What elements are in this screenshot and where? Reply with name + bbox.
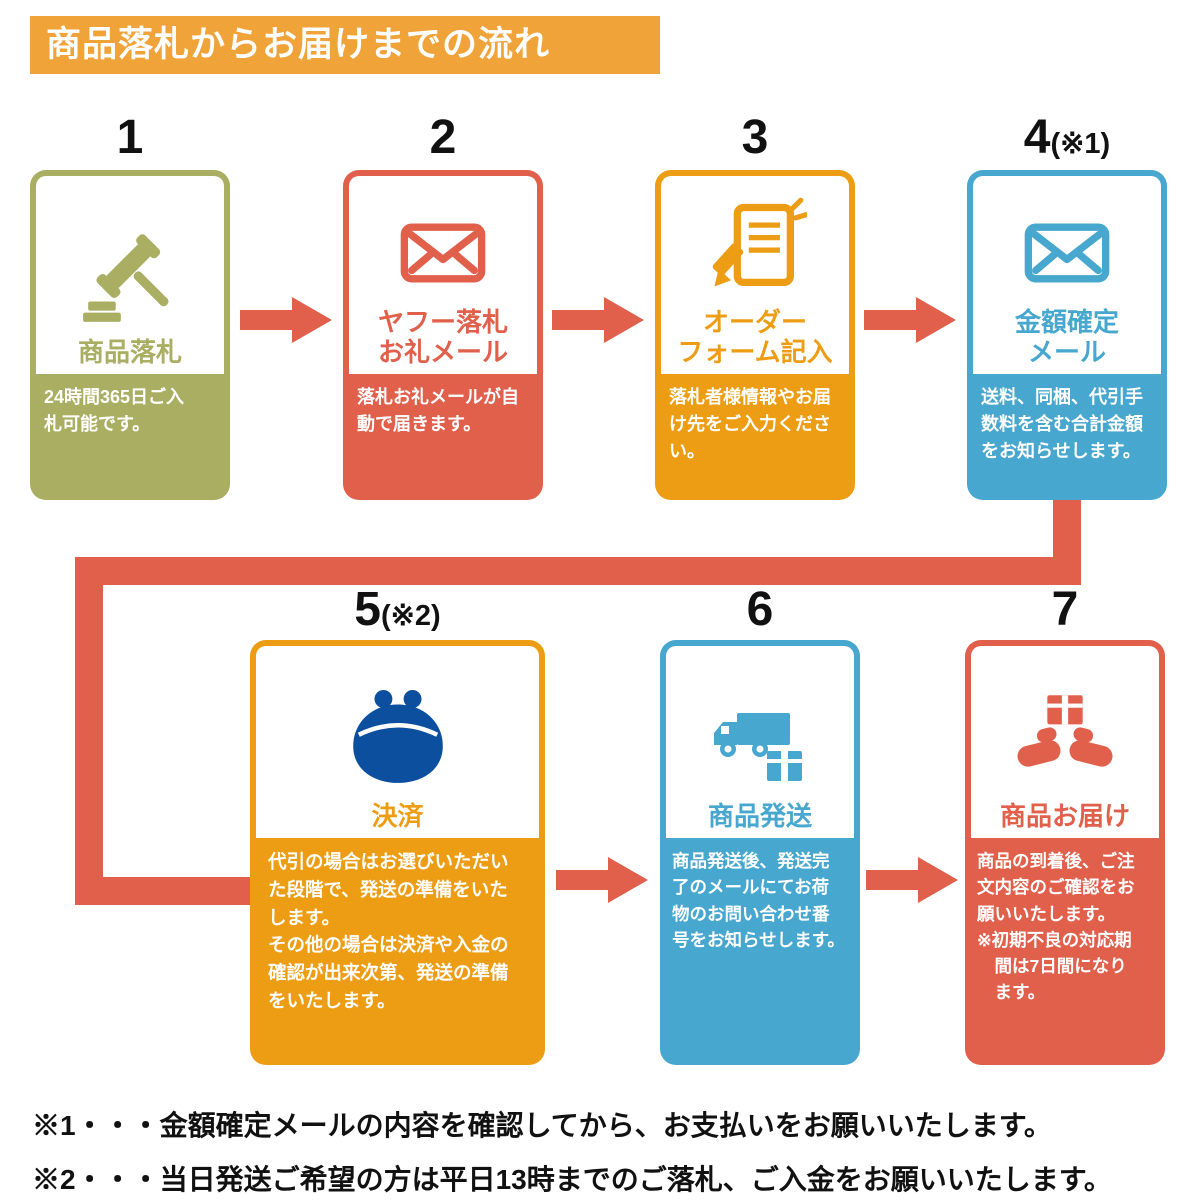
flow-arrow xyxy=(866,857,958,903)
step-number-suffix: (※1) xyxy=(1050,128,1111,160)
step-label: 金額確定 メール xyxy=(1014,306,1119,368)
step-label: 決済 xyxy=(371,801,424,832)
flow-arrow xyxy=(552,297,644,343)
step-card-delivery: 商品お届け 商品の到着後、ご注 文内容のご確認をお 願いいたします。 ※初期不良… xyxy=(965,640,1165,1065)
step-description: 代引の場合はお選びいただい た段階で、発送の準備をいた します。 その他の場合は… xyxy=(268,851,509,1011)
step-number-text: 5 xyxy=(354,583,381,636)
page-title: 商品落札からお届けまでの流れ xyxy=(30,16,660,74)
step-description: 24時間365日ご入 札可能です。 xyxy=(44,387,185,434)
step-description: 商品発送後、発送完 了のメールにてお荷 物のお問い合わせ番 号をお知らせします。 xyxy=(672,851,845,950)
step-label: ヤフー落札 お礼メール xyxy=(377,306,508,368)
flow-connector-segment xyxy=(75,877,256,905)
step-card-header: 金額確定 メール xyxy=(973,176,1161,374)
step-number-2: 2 xyxy=(343,111,543,165)
gavel-icon xyxy=(79,227,181,329)
step-number-text: 4 xyxy=(1023,111,1051,164)
step-card-header: 商品落札 xyxy=(36,176,224,374)
flow-connector-segment xyxy=(75,557,1081,585)
step-card-header: ヤフー落札 お礼メール xyxy=(349,176,537,374)
step-label: 商品お届け xyxy=(999,801,1130,832)
step-card-auction: 商品落札 24時間365日ご入 札可能です。 xyxy=(30,170,230,500)
step-number-text: 6 xyxy=(746,583,774,636)
delivery-hands-icon xyxy=(1003,689,1127,793)
step-number-6: 6 xyxy=(660,583,860,637)
step-number-3: 3 xyxy=(655,111,855,165)
footnote-1: ※1・・・金額確定メールの内容を確認してから、お支払いをお願いいたします。 xyxy=(32,1110,1052,1141)
flow-connector-segment xyxy=(75,557,103,905)
step-label: 商品発送 xyxy=(707,801,812,832)
step-number-text: 3 xyxy=(741,111,769,164)
step-card-header: 商品お届け xyxy=(971,646,1159,838)
step-description: 商品の到着後、ご注 文内容のご確認をお 願いいたします。 ※初期不良の対応期 間… xyxy=(977,851,1135,1003)
step-card-order-form: オーダー フォーム記入 落札者様情報やお届 け先をご入力くださ い。 xyxy=(655,170,855,500)
step-number-text: 1 xyxy=(116,111,144,164)
step-number-4: 4(※1) xyxy=(967,111,1167,165)
step-number-text: 2 xyxy=(429,111,457,164)
flow-arrow xyxy=(240,297,332,343)
order-form-icon xyxy=(703,195,807,299)
step-number-text: 7 xyxy=(1051,583,1079,636)
purse-icon xyxy=(342,681,454,793)
step-card-thanks-mail: ヤフー落札 お礼メール 落札お礼メールが自 動で届きます。 xyxy=(343,170,543,500)
step-label: オーダー フォーム記入 xyxy=(677,306,833,368)
step-label: 商品落札 xyxy=(77,337,182,368)
flow-arrow xyxy=(864,297,956,343)
step-description: 落札者様情報やお届 け先をご入力くださ い。 xyxy=(669,387,831,461)
step-number-1: 1 xyxy=(30,111,230,165)
truck-icon xyxy=(694,693,826,793)
step-description: 送料、同梱、代引手 数料を含む合計金額 をお知らせします。 xyxy=(981,387,1143,461)
mail-icon xyxy=(1017,207,1117,299)
step-number-suffix: (※2) xyxy=(380,600,441,632)
footnote-2: ※2・・・当日発送ご希望の方は平日13時までのご落札、ご入金をお願いいたします。 xyxy=(32,1164,1112,1195)
mail-icon xyxy=(393,207,493,299)
step-card-header: 商品発送 xyxy=(666,646,854,838)
step-number-5: 5(※2) xyxy=(250,583,545,637)
step-card-payment: 決済 代引の場合はお選びいただい た段階で、発送の準備をいた します。 その他の… xyxy=(250,640,545,1065)
step-number-7: 7 xyxy=(965,583,1165,637)
step-card-shipping: 商品発送 商品発送後、発送完 了のメールにてお荷 物のお問い合わせ番 号をお知ら… xyxy=(660,640,860,1065)
step-description: 落札お礼メールが自 動で届きます。 xyxy=(357,387,519,434)
flow-arrow xyxy=(556,857,648,903)
step-card-price-mail: 金額確定 メール 送料、同梱、代引手 数料を含む合計金額 をお知らせします。 xyxy=(967,170,1167,500)
step-card-header: オーダー フォーム記入 xyxy=(661,176,849,374)
step-card-header: 決済 xyxy=(256,646,539,838)
